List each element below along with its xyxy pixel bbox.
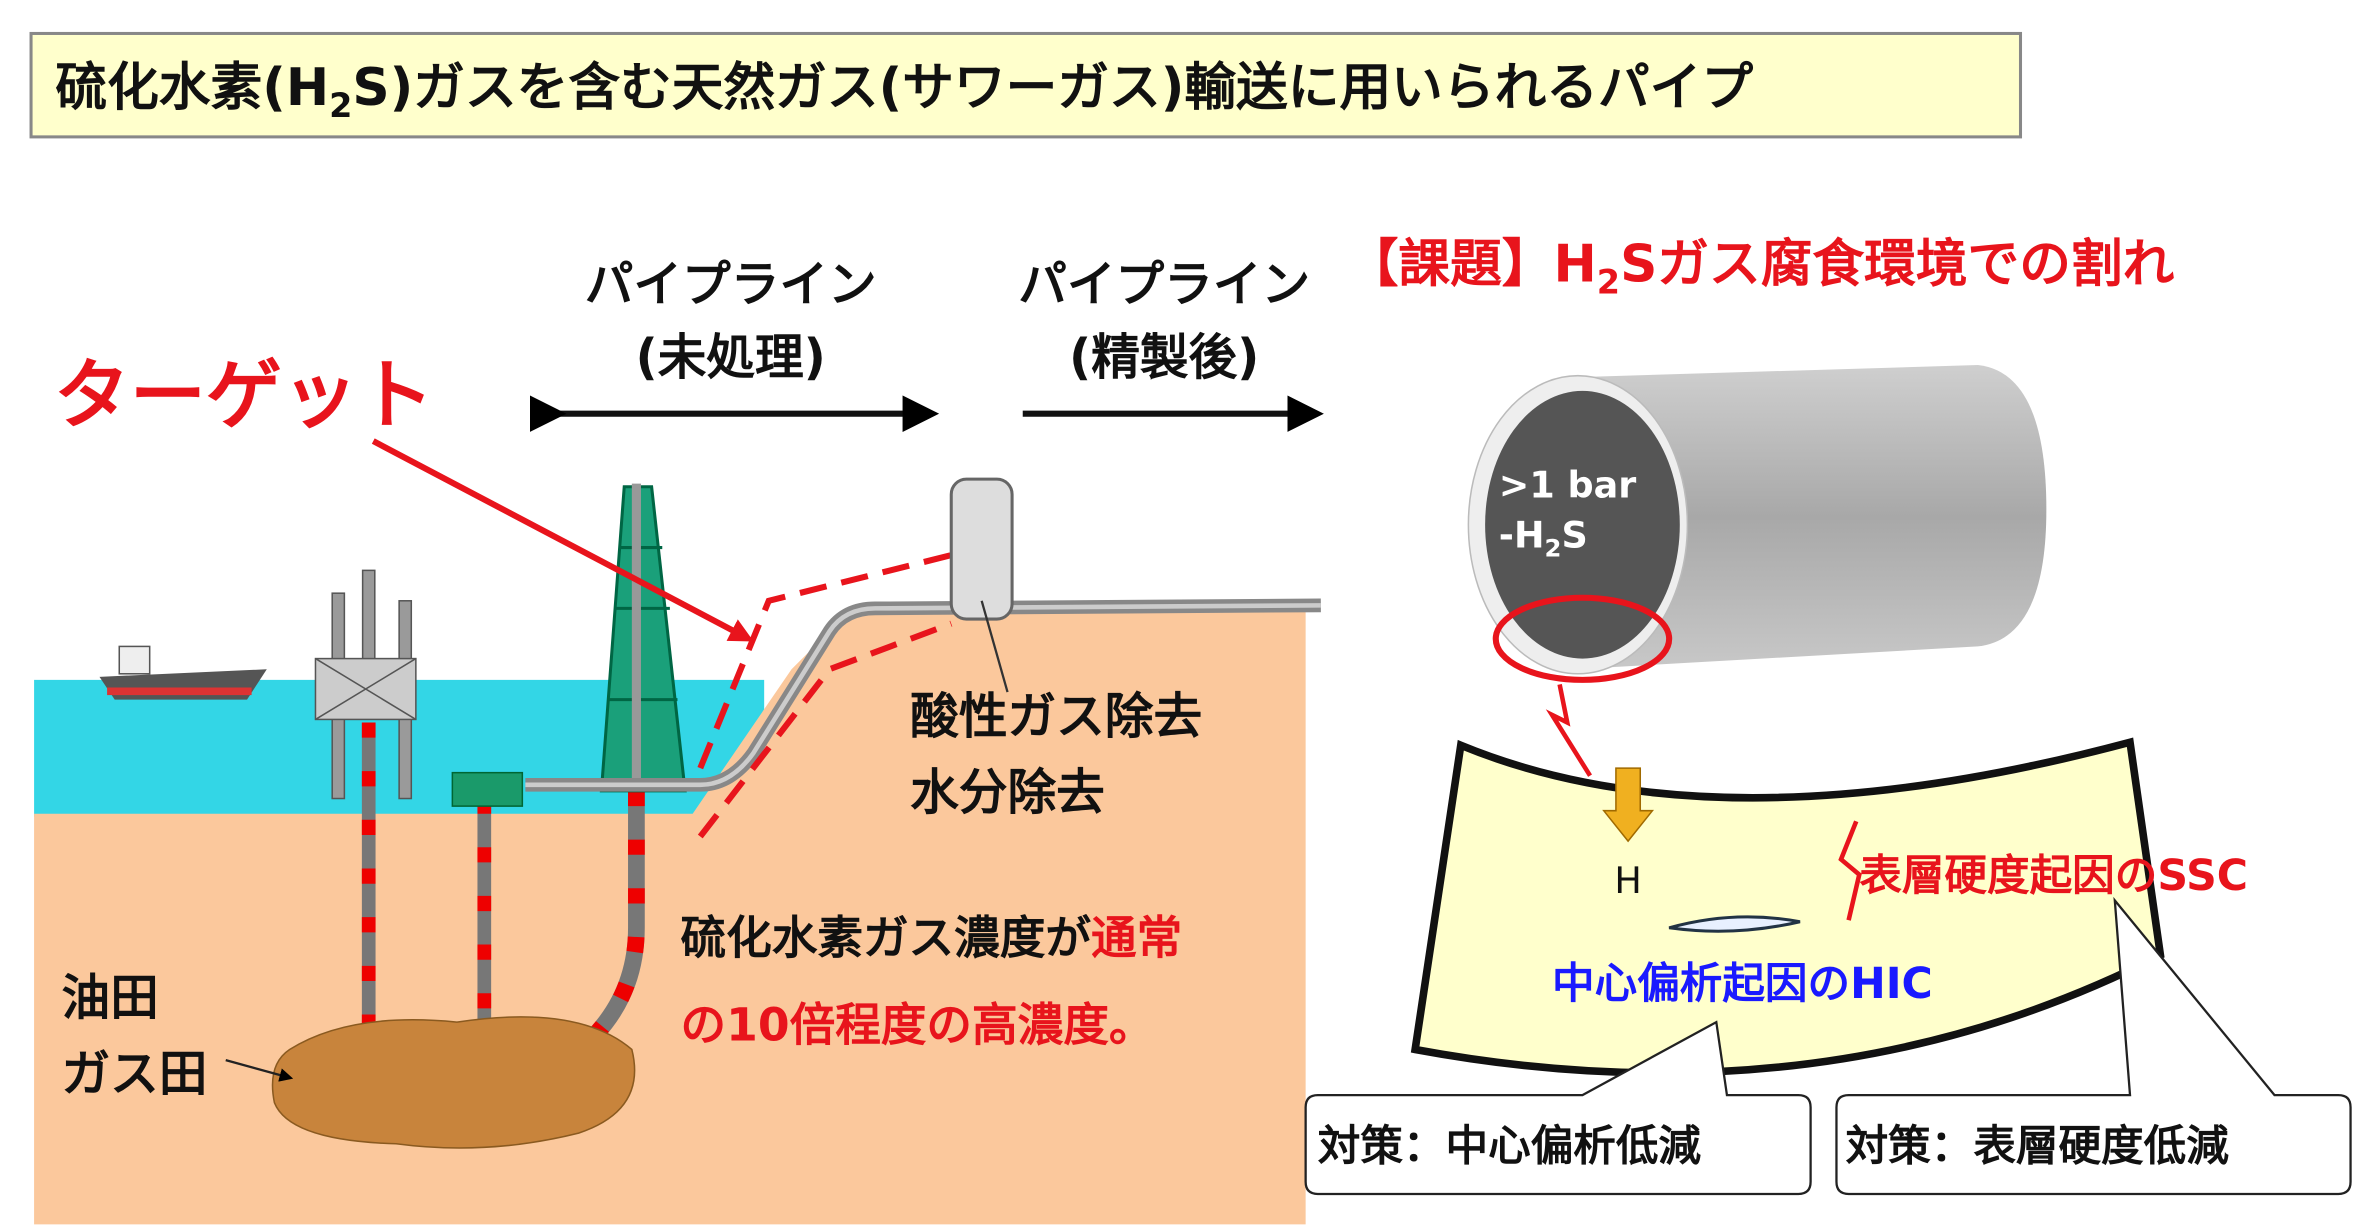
pipeline-refined-line2: (精製後) (1069, 330, 1259, 386)
concentration-line1: 硫化水素ガス濃度が通常 (681, 912, 1183, 965)
pipeline-untreated-line2: (未処理) (635, 330, 825, 386)
hydrogen-ingress-arrow (1602, 767, 1655, 843)
pipe-gas-label: -H2S (1499, 514, 1588, 563)
pipe-pressure-label: >1 bar (1499, 463, 1636, 506)
drilling-rig-icon (599, 483, 687, 793)
concentration-line2: の10倍程度の高濃度。 (681, 998, 1155, 1051)
treatment-tank-icon (949, 477, 1014, 621)
target-label: ターゲット (54, 350, 434, 439)
hydrogen-label: H (1614, 859, 1641, 902)
target-arrow (371, 438, 754, 642)
title-text: 硫化水素(H2S)ガスを含む天然ガス(サワーガス)輸送に用いられるパイプ (55, 58, 1753, 125)
measure-center-text: 対策：中心偏析低減 (1318, 1122, 1702, 1172)
ship-icon (99, 645, 267, 700)
title-banner: 硫化水素(H2S)ガスを含む天然ガス(サワーガス)輸送に用いられるパイプ (29, 31, 2023, 139)
ssc-crack (1838, 820, 1862, 921)
reservoir (271, 1016, 636, 1149)
pipe-wall-section: H 表層硬度起因のSSC 中心偏析起因のHIC (1410, 737, 2248, 1077)
focus-ellipse (1492, 594, 1673, 683)
ssc-label: 表層硬度起因のSSC (1859, 851, 2248, 901)
field-line2: ガス田 (61, 1047, 207, 1103)
issue-heading: 【課題】H2Sガス腐食環境での割れ (1347, 234, 2175, 301)
callout-center-segregation: 対策：中心偏析低減 (1304, 1020, 1812, 1196)
measure-surface-text: 対策：表層硬度低減 (1846, 1122, 2230, 1172)
pipeline-refined-line1: パイプライン (1018, 257, 1310, 313)
offshore-scene (34, 395, 1324, 1225)
treatment-line2: 水分除去 (910, 765, 1105, 821)
field-line1: 油田 (61, 970, 158, 1026)
pipe-cylinder-illustration: >1 bar -H2S (1467, 365, 2047, 675)
zoom-connector (1545, 683, 1592, 777)
callout-surface-hardness: 対策：表層硬度低減 (1835, 896, 2352, 1196)
hic-crack (1668, 915, 1801, 933)
treatment-line1: 酸性ガス除去 (910, 689, 1202, 745)
pipeline-untreated-line1: パイプライン (585, 257, 877, 313)
target-region-outline (697, 552, 953, 839)
offshore-platform-icon (314, 569, 417, 800)
hic-label: 中心偏析起因のHIC (1552, 959, 1933, 1009)
